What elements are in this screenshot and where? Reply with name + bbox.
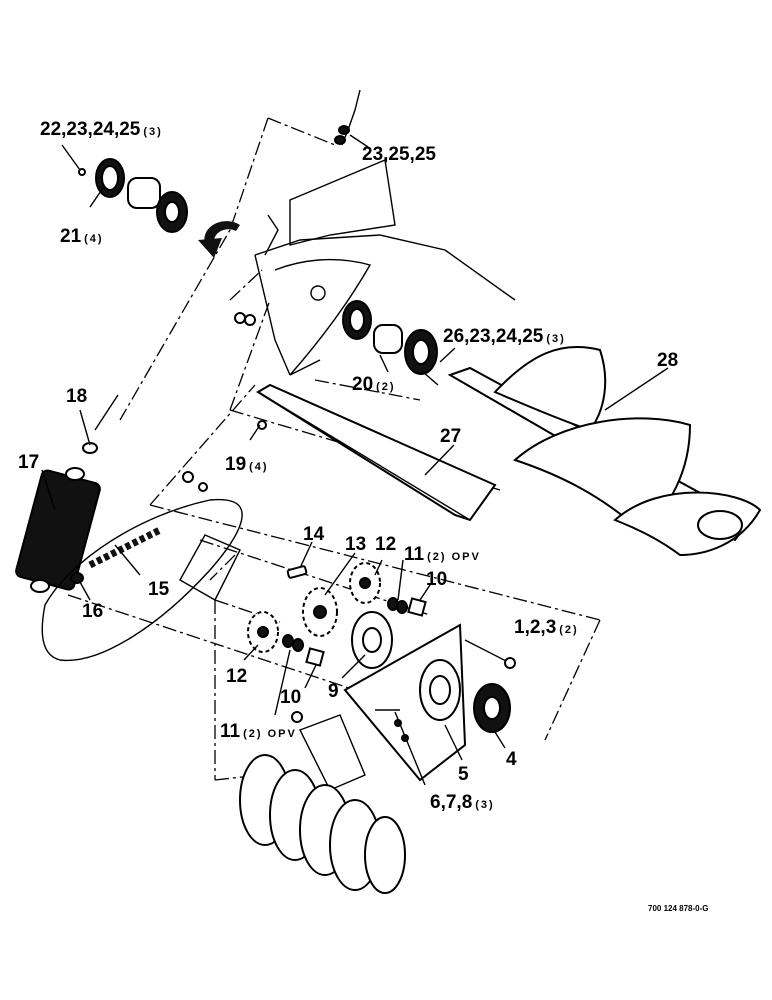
roller-chain bbox=[70, 526, 162, 584]
crossbar bbox=[256, 383, 497, 522]
callout-18: 18 bbox=[66, 386, 87, 407]
callout-15: 15 bbox=[148, 579, 170, 600]
callout-10-lower: 10 bbox=[280, 687, 301, 708]
callout-6-7-8: 6,7,8(3) bbox=[430, 792, 495, 813]
callout-11-upper: 11(2) OPV bbox=[404, 544, 481, 565]
spring-adjuster-plate bbox=[351, 611, 393, 669]
auger bbox=[447, 346, 762, 557]
spring-rod bbox=[82, 394, 119, 454]
leader-lines bbox=[41, 134, 669, 786]
extension-spring bbox=[15, 467, 101, 593]
callout-16: 16 bbox=[82, 601, 103, 622]
bolts bbox=[375, 639, 516, 711]
small-hardware bbox=[78, 168, 303, 723]
callout-11-lower: 11(2) OPV bbox=[220, 721, 297, 742]
callout-9: 9 bbox=[328, 681, 339, 702]
callout-labels: 22,23,24,25(3) 23,25,25 21(4) 26,23,24,2… bbox=[18, 119, 678, 813]
auger-housing bbox=[254, 159, 516, 376]
callout-4: 4 bbox=[506, 749, 517, 770]
side-plate bbox=[41, 498, 243, 662]
callout-21: 21(4) bbox=[60, 226, 104, 247]
sprockets bbox=[247, 562, 381, 653]
lower-bearing-assembly bbox=[342, 300, 439, 386]
washers-and-spacers bbox=[282, 565, 427, 667]
callout-27: 27 bbox=[440, 426, 461, 447]
callout-5: 5 bbox=[458, 764, 469, 785]
callout-28: 28 bbox=[657, 350, 678, 371]
bearing-plate bbox=[343, 623, 467, 782]
tine-reels bbox=[239, 714, 406, 894]
callout-20: 20(2) bbox=[352, 374, 396, 395]
callout-22-23-24-25: 22,23,24,25(3) bbox=[40, 119, 163, 140]
callout-19: 19(4) bbox=[225, 454, 269, 475]
callout-1-2-3: 1,2,3(2) bbox=[514, 617, 579, 638]
callout-14: 14 bbox=[303, 524, 325, 545]
drive-rotation-arrow-icon bbox=[198, 221, 240, 258]
callout-10-upper: 10 bbox=[426, 569, 447, 590]
upper-bearing-assembly bbox=[95, 158, 188, 233]
callout-26-23-24-25: 26,23,24,25(3) bbox=[443, 326, 566, 347]
callout-12-lower: 12 bbox=[226, 666, 247, 687]
callout-17: 17 bbox=[18, 452, 39, 473]
drawing-number: 700 124 878-0-G bbox=[648, 904, 709, 913]
flange-bearing bbox=[473, 683, 511, 733]
callout-12-upper: 12 bbox=[375, 534, 396, 555]
callout-13: 13 bbox=[345, 534, 366, 555]
callout-23-25-25: 23,25,25 bbox=[362, 144, 436, 165]
bolt-column bbox=[334, 89, 361, 146]
